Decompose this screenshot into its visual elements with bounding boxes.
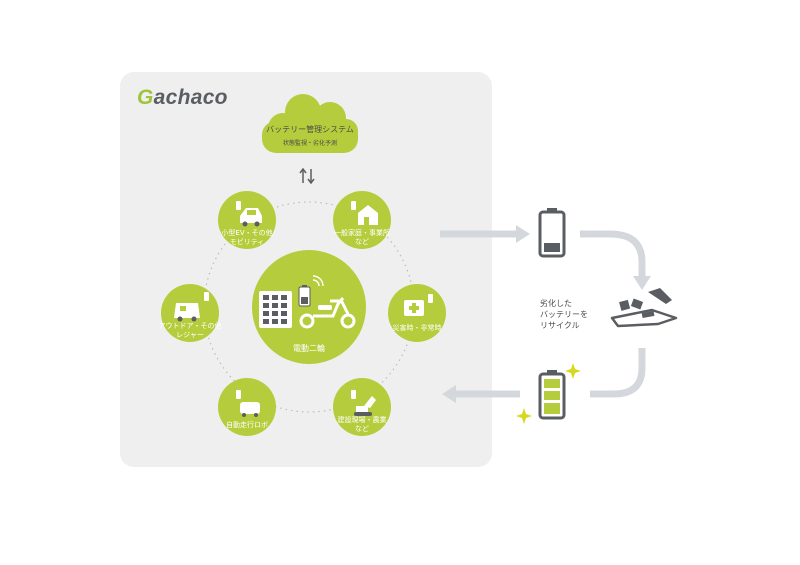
center-battery-icon <box>298 275 324 307</box>
sync-arrows-icon <box>299 167 315 185</box>
center-label: 電動二輪 <box>293 344 325 353</box>
car-icon <box>240 208 262 227</box>
camper-icon <box>174 303 200 322</box>
node-robot-label: 自動走行ロボ <box>226 421 268 429</box>
gachaco-logo: Gachaco <box>137 86 228 109</box>
cloud-subtitle: 状態監視・劣化予測 <box>282 140 337 147</box>
excavator-icon <box>354 396 376 416</box>
recycle-flow-arrows <box>440 230 646 398</box>
node-home-label: 一般家庭・事業所 など <box>334 229 390 246</box>
arrow-heads <box>442 225 651 403</box>
recycle-label: 劣化した バッテリーを リサイクル <box>540 299 588 330</box>
node-disaster-label: 災害時・非常時 <box>392 324 442 332</box>
first-aid-icon <box>404 300 424 316</box>
depleted-battery-icon <box>538 208 566 258</box>
node-construction-label: 建設現場・農業 など <box>337 416 387 433</box>
battery-station-icon <box>259 291 292 328</box>
charged-battery-icon <box>538 370 566 420</box>
recycle-crusher-icon <box>610 288 678 328</box>
node-ev-label: 小型EV・その他 モビリティ <box>221 229 273 246</box>
sparkle-icon <box>516 363 581 424</box>
scooter-icon <box>299 297 356 329</box>
house-icon <box>358 205 378 225</box>
center-circle <box>252 250 366 364</box>
cloud-title: バッテリー管理システム <box>266 125 354 134</box>
node-outdoor-label: アウトドア・その他 レジャー <box>158 322 222 339</box>
robot-icon <box>240 402 260 417</box>
cloud-shape <box>262 94 358 153</box>
node-batteries <box>204 201 433 399</box>
